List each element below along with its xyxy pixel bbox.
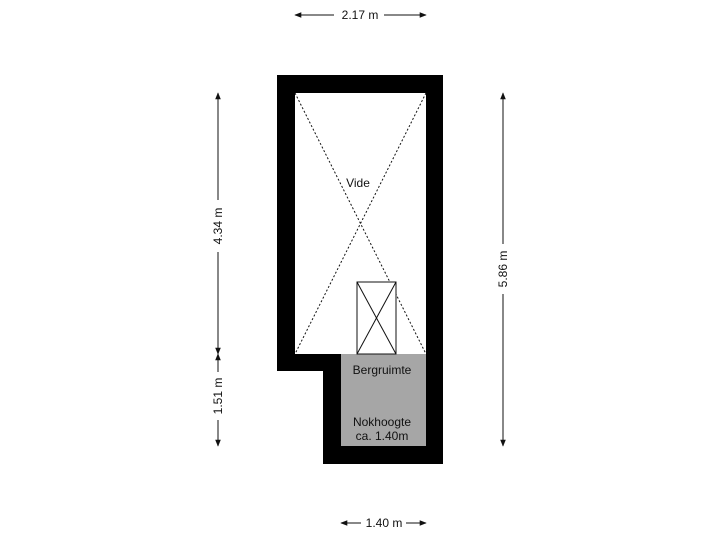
dimension-left-lower-text: 1.51 m [211, 378, 225, 415]
vide-diagonal-1 [294, 92, 427, 355]
dimension-left-upper-text: 4.34 m [211, 208, 225, 245]
hatch-diagonal-2 [356, 281, 397, 355]
storage-area [341, 354, 426, 446]
dimension-top-width-text: 2.17 m [342, 8, 379, 22]
storage-label: Bergruimte [353, 363, 412, 377]
vide-label: Vide [346, 176, 370, 190]
dimension-right-total-text: 5.86 m [496, 251, 510, 288]
dimension-right-total: 5.86 m [496, 92, 510, 447]
ridge-height-value: ca. 1.40m [356, 429, 409, 443]
dimension-left-lower: 1.51 m [211, 353, 225, 447]
vide-diagonal-2 [294, 92, 427, 355]
dimension-left-upper: 4.34 m [211, 92, 225, 355]
dimension-top-width: 2.17 m [294, 8, 427, 22]
ridge-height-label: Nokhoogte [353, 415, 411, 429]
dimension-bottom-width: 1.40 m [340, 516, 427, 530]
dimension-bottom-width-text: 1.40 m [366, 516, 403, 530]
